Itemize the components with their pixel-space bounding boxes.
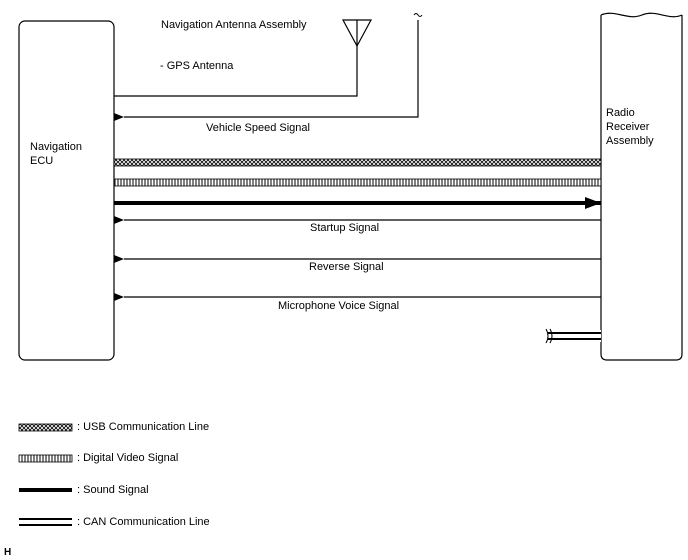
- radio-receiver-box: [600, 15, 683, 361]
- can-communication-stub: [545, 328, 601, 344]
- corner-mark: H: [4, 547, 12, 558]
- gps-antenna-line: [114, 46, 358, 97]
- legend-usb-label: : USB Communication Line: [77, 421, 210, 433]
- legend-video-label: : Digital Video Signal: [77, 452, 179, 464]
- antenna-subtitle: - GPS Antenna: [160, 60, 234, 72]
- microphone-label: Microphone Voice Signal: [278, 300, 400, 312]
- vehicle-speed-label: Vehicle Speed Signal: [206, 122, 310, 134]
- startup-label: Startup Signal: [310, 222, 380, 234]
- legend-can-label: : CAN Communication Line: [77, 516, 210, 528]
- radio-receiver-break-mark: [600, 12, 683, 18]
- nav-ecu-label-2: ECU: [30, 155, 54, 167]
- digital-video-line: [113, 178, 602, 187]
- legend-can-symbol: [19, 518, 72, 526]
- reverse-label: Reverse Signal: [309, 261, 384, 273]
- vehicle-speed-line: [114, 20, 419, 121]
- legend-sound-label: : Sound Signal: [77, 484, 149, 496]
- navigation-ecu-box: [18, 20, 115, 361]
- antenna-icon: [341, 19, 373, 48]
- legend-video-symbol: [18, 454, 73, 463]
- antenna-title: Navigation Antenna Assembly: [161, 19, 307, 31]
- vehicle-speed-break-mark: [413, 13, 423, 17]
- radio-label-2: Receiver: [606, 121, 650, 133]
- radio-label-1: Radio: [606, 107, 635, 119]
- usb-communication-line: [113, 158, 602, 167]
- radio-label-3: Assembly: [606, 135, 654, 147]
- nav-ecu-label-1: Navigation: [30, 141, 82, 153]
- legend-usb-symbol: [18, 423, 73, 432]
